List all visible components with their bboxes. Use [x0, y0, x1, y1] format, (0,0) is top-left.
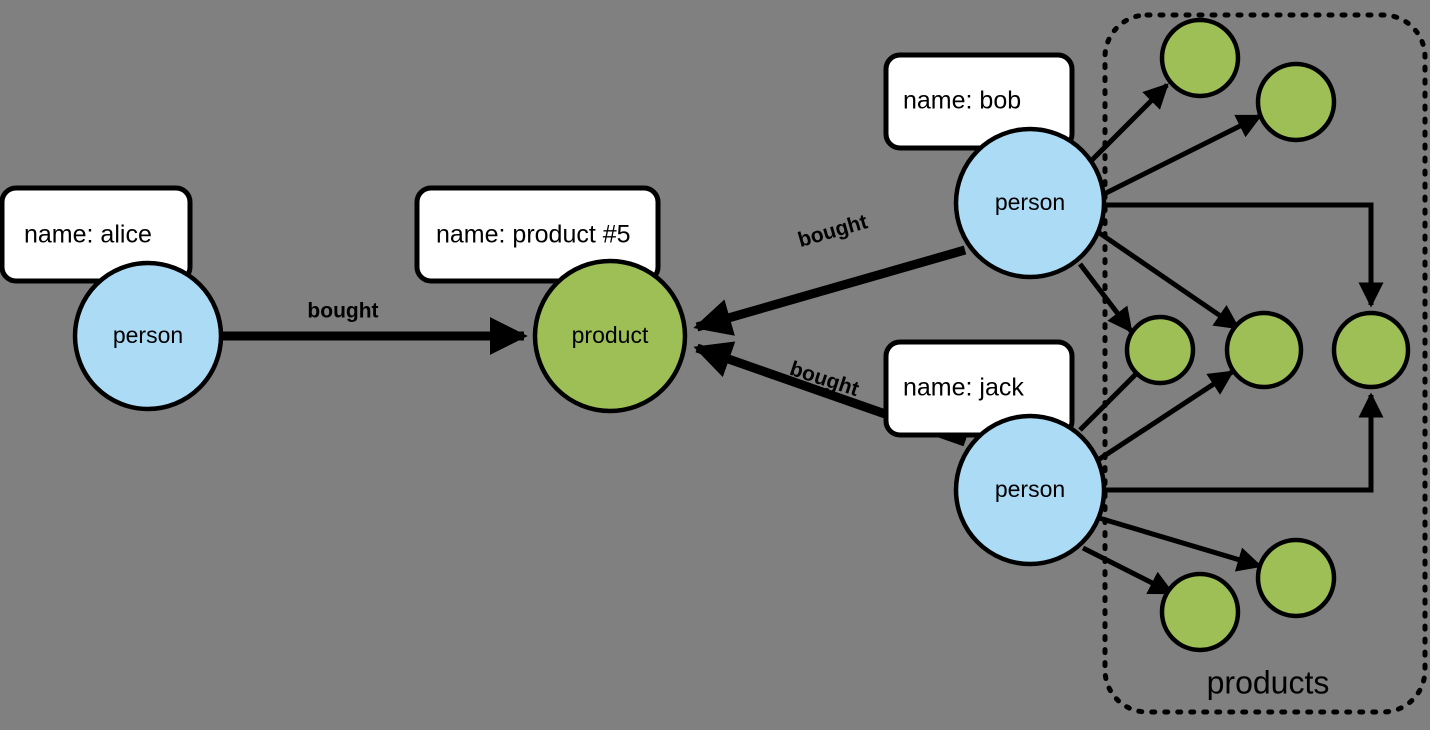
product-node-p2[interactable] — [1255, 61, 1337, 143]
node-alice[interactable]: person — [72, 260, 224, 412]
node-alice-circle[interactable] — [72, 260, 224, 412]
edge-bob-p1 — [1090, 83, 1169, 162]
property-box-product5-text: name: product #5 — [436, 221, 631, 249]
edge-jack-p5 — [1102, 392, 1384, 493]
property-box-alice-text: name: alice — [24, 221, 152, 249]
property-box-alice-rect — [0, 185, 193, 284]
product-node-p1[interactable] — [1159, 17, 1241, 99]
node-bob[interactable]: person — [953, 126, 1107, 280]
property-box-bob-text: name: bob — [903, 87, 1021, 115]
node-bob-label: person — [995, 189, 1065, 215]
property-box-product5-rect — [414, 185, 661, 284]
edge-jack-p4 — [1096, 369, 1235, 463]
product-node-p7[interactable] — [1255, 537, 1337, 619]
edge-jack-p6 — [1081, 545, 1175, 596]
node-jack-circle[interactable] — [953, 413, 1107, 567]
property-box-bob: name: bob — [883, 52, 1075, 151]
node-product5[interactable]: product — [532, 258, 688, 414]
product-node-p5[interactable] — [1331, 310, 1411, 390]
bob-product-edges — [1078, 83, 1384, 333]
edge-bob-p4 — [1096, 229, 1241, 331]
product-cluster — [1124, 17, 1411, 653]
products-group-label: products — [1207, 664, 1330, 700]
product-node-p3[interactable] — [1124, 314, 1196, 386]
node-alice-label: person — [113, 322, 183, 348]
node-product5-label: product — [572, 322, 649, 348]
edge-jack-p7 — [1098, 515, 1263, 572]
product-node-p6[interactable] — [1159, 571, 1241, 653]
property-box-jack-text: name: jack — [903, 374, 1024, 402]
property-box-product5: name: product #5 — [414, 185, 661, 284]
node-jack-label: person — [995, 476, 1065, 502]
node-bob-circle[interactable] — [953, 126, 1107, 280]
edge-bob-bought-product — [693, 245, 967, 336]
product-node-p4[interactable] — [1224, 310, 1304, 390]
edge-bob-p3 — [1078, 262, 1133, 333]
edge-bob-p5 — [1102, 202, 1384, 308]
edge-bob-p2 — [1098, 113, 1263, 199]
edge-label-alice-bought: bought — [307, 300, 378, 323]
node-product5-circle[interactable] — [532, 258, 688, 414]
property-box-alice: name: alice — [0, 185, 193, 284]
node-jack[interactable]: person — [953, 413, 1107, 567]
edge-label-bob-bought: bought — [795, 210, 870, 252]
products-group-boundary — [1102, 12, 1428, 715]
